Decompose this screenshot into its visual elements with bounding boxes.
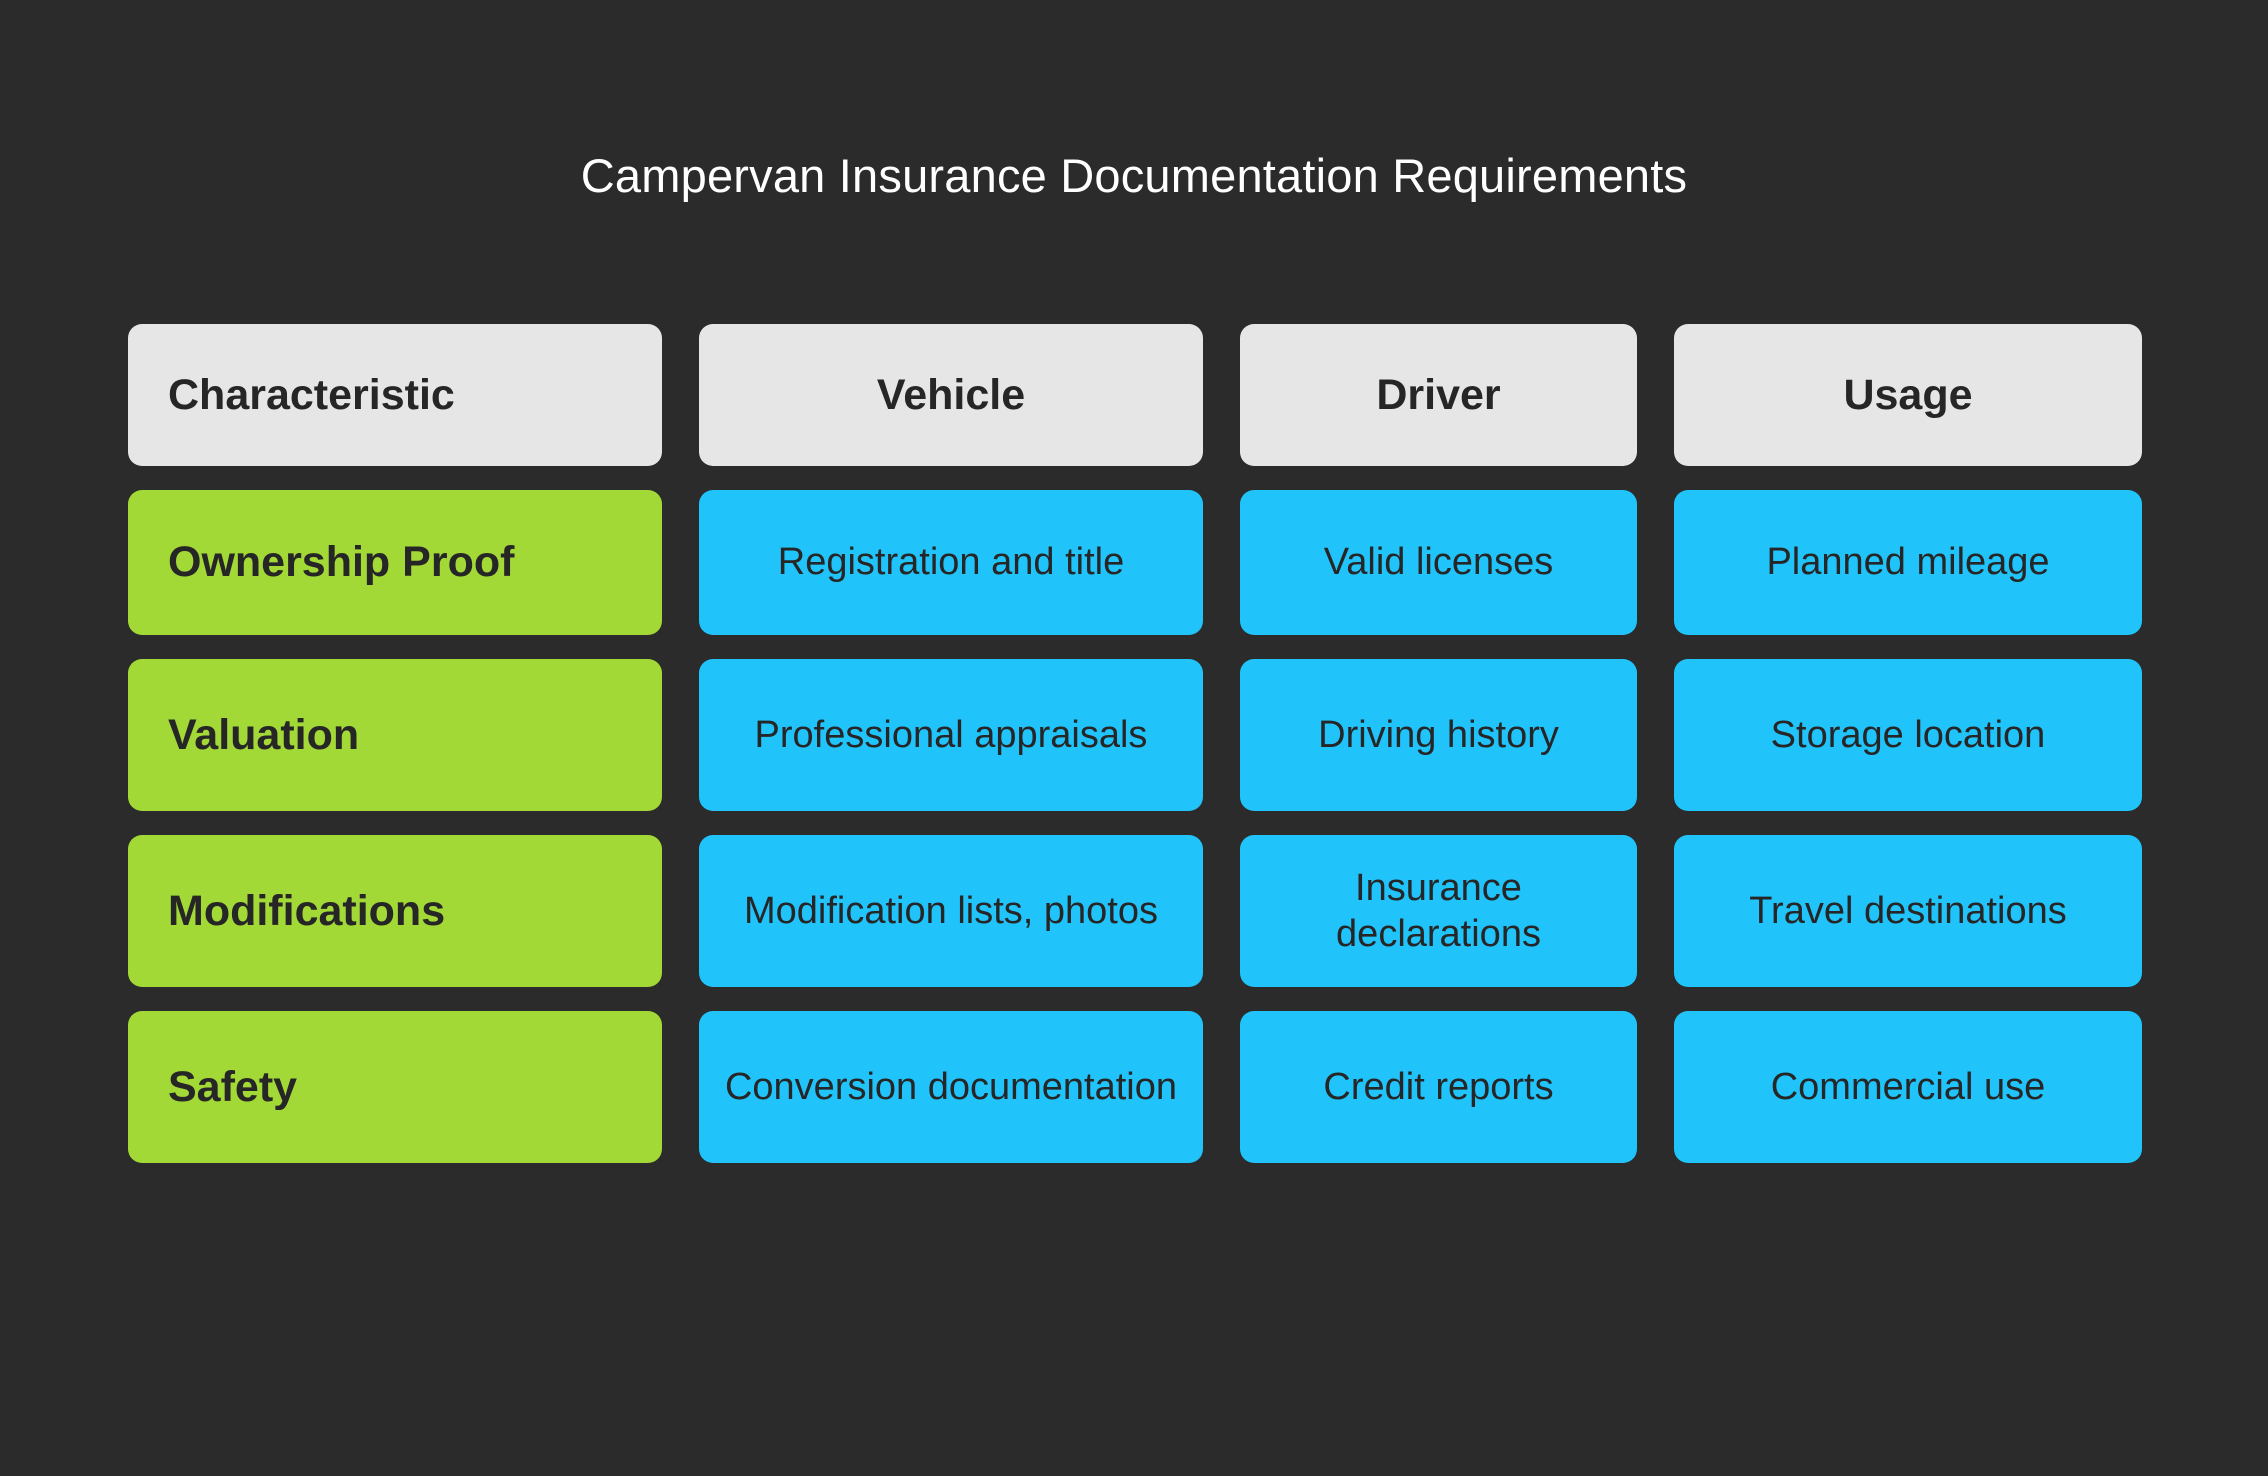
table-row-header-safety: Safety <box>128 1011 662 1163</box>
cell-value: Travel destinations <box>1749 889 2067 932</box>
cell-value: Registration and title <box>777 541 1125 584</box>
header-label-usage: Usage <box>1843 370 1973 419</box>
table-cell-modifications-vehicle: Modification lists, photos <box>699 835 1203 987</box>
cell-value: Modification lists, photos <box>744 889 1158 932</box>
table-cell-modifications-usage: Travel destinations <box>1674 835 2142 987</box>
header-label-vehicle: Vehicle <box>876 370 1026 419</box>
table-header-usage: Usage <box>1674 324 2142 466</box>
table-cell-ownership-proof-vehicle: Registration and title <box>699 490 1203 635</box>
table-cell-valuation-usage: Storage location <box>1674 659 2142 811</box>
table-header-vehicle: Vehicle <box>699 324 1203 466</box>
header-label-characteristic: Characteristic <box>168 370 455 419</box>
cell-value: Conversion documentation <box>724 1065 1178 1108</box>
row-label: Safety <box>168 1062 298 1111</box>
table-header-driver: Driver <box>1240 324 1637 466</box>
cell-value: Driving history <box>1318 713 1559 756</box>
row-label: Valuation <box>168 710 360 759</box>
table-cell-safety-driver: Credit reports <box>1240 1011 1637 1163</box>
table-cell-valuation-vehicle: Professional appraisals <box>699 659 1203 811</box>
cell-value: Storage location <box>1770 713 2046 756</box>
row-label: Ownership Proof <box>168 538 515 587</box>
cell-value: Professional appraisals <box>754 713 1148 756</box>
table-row-header-valuation: Valuation <box>128 659 662 811</box>
page-title: Campervan Insurance Documentation Requir… <box>580 149 1688 202</box>
comparison-table: Characteristic Vehicle Driver Usage Owne… <box>128 324 2143 1163</box>
row-label: Modifications <box>168 886 446 935</box>
table-row-header-ownership-proof: Ownership Proof <box>128 490 662 635</box>
table-cell-ownership-proof-driver: Valid licenses <box>1240 490 1637 635</box>
cell-value: Planned mileage <box>1766 541 2050 584</box>
cell-value: Valid licenses <box>1323 541 1554 584</box>
table-row-header-modifications: Modifications <box>128 835 662 987</box>
table-cell-safety-vehicle: Conversion documentation <box>699 1011 1203 1163</box>
header-label-driver: Driver <box>1376 370 1501 419</box>
table-cell-safety-usage: Commercial use <box>1674 1011 2142 1163</box>
table-header-characteristic: Characteristic <box>128 324 662 466</box>
cell-value: Commercial use <box>1770 1065 2046 1108</box>
table-cell-modifications-driver: Insurance declarations <box>1240 835 1637 987</box>
cell-value: Credit reports <box>1323 1065 1554 1108</box>
table-cell-ownership-proof-usage: Planned mileage <box>1674 490 2142 635</box>
cell-value: Insurance declarations <box>1336 866 1541 955</box>
table-cell-valuation-driver: Driving history <box>1240 659 1637 811</box>
